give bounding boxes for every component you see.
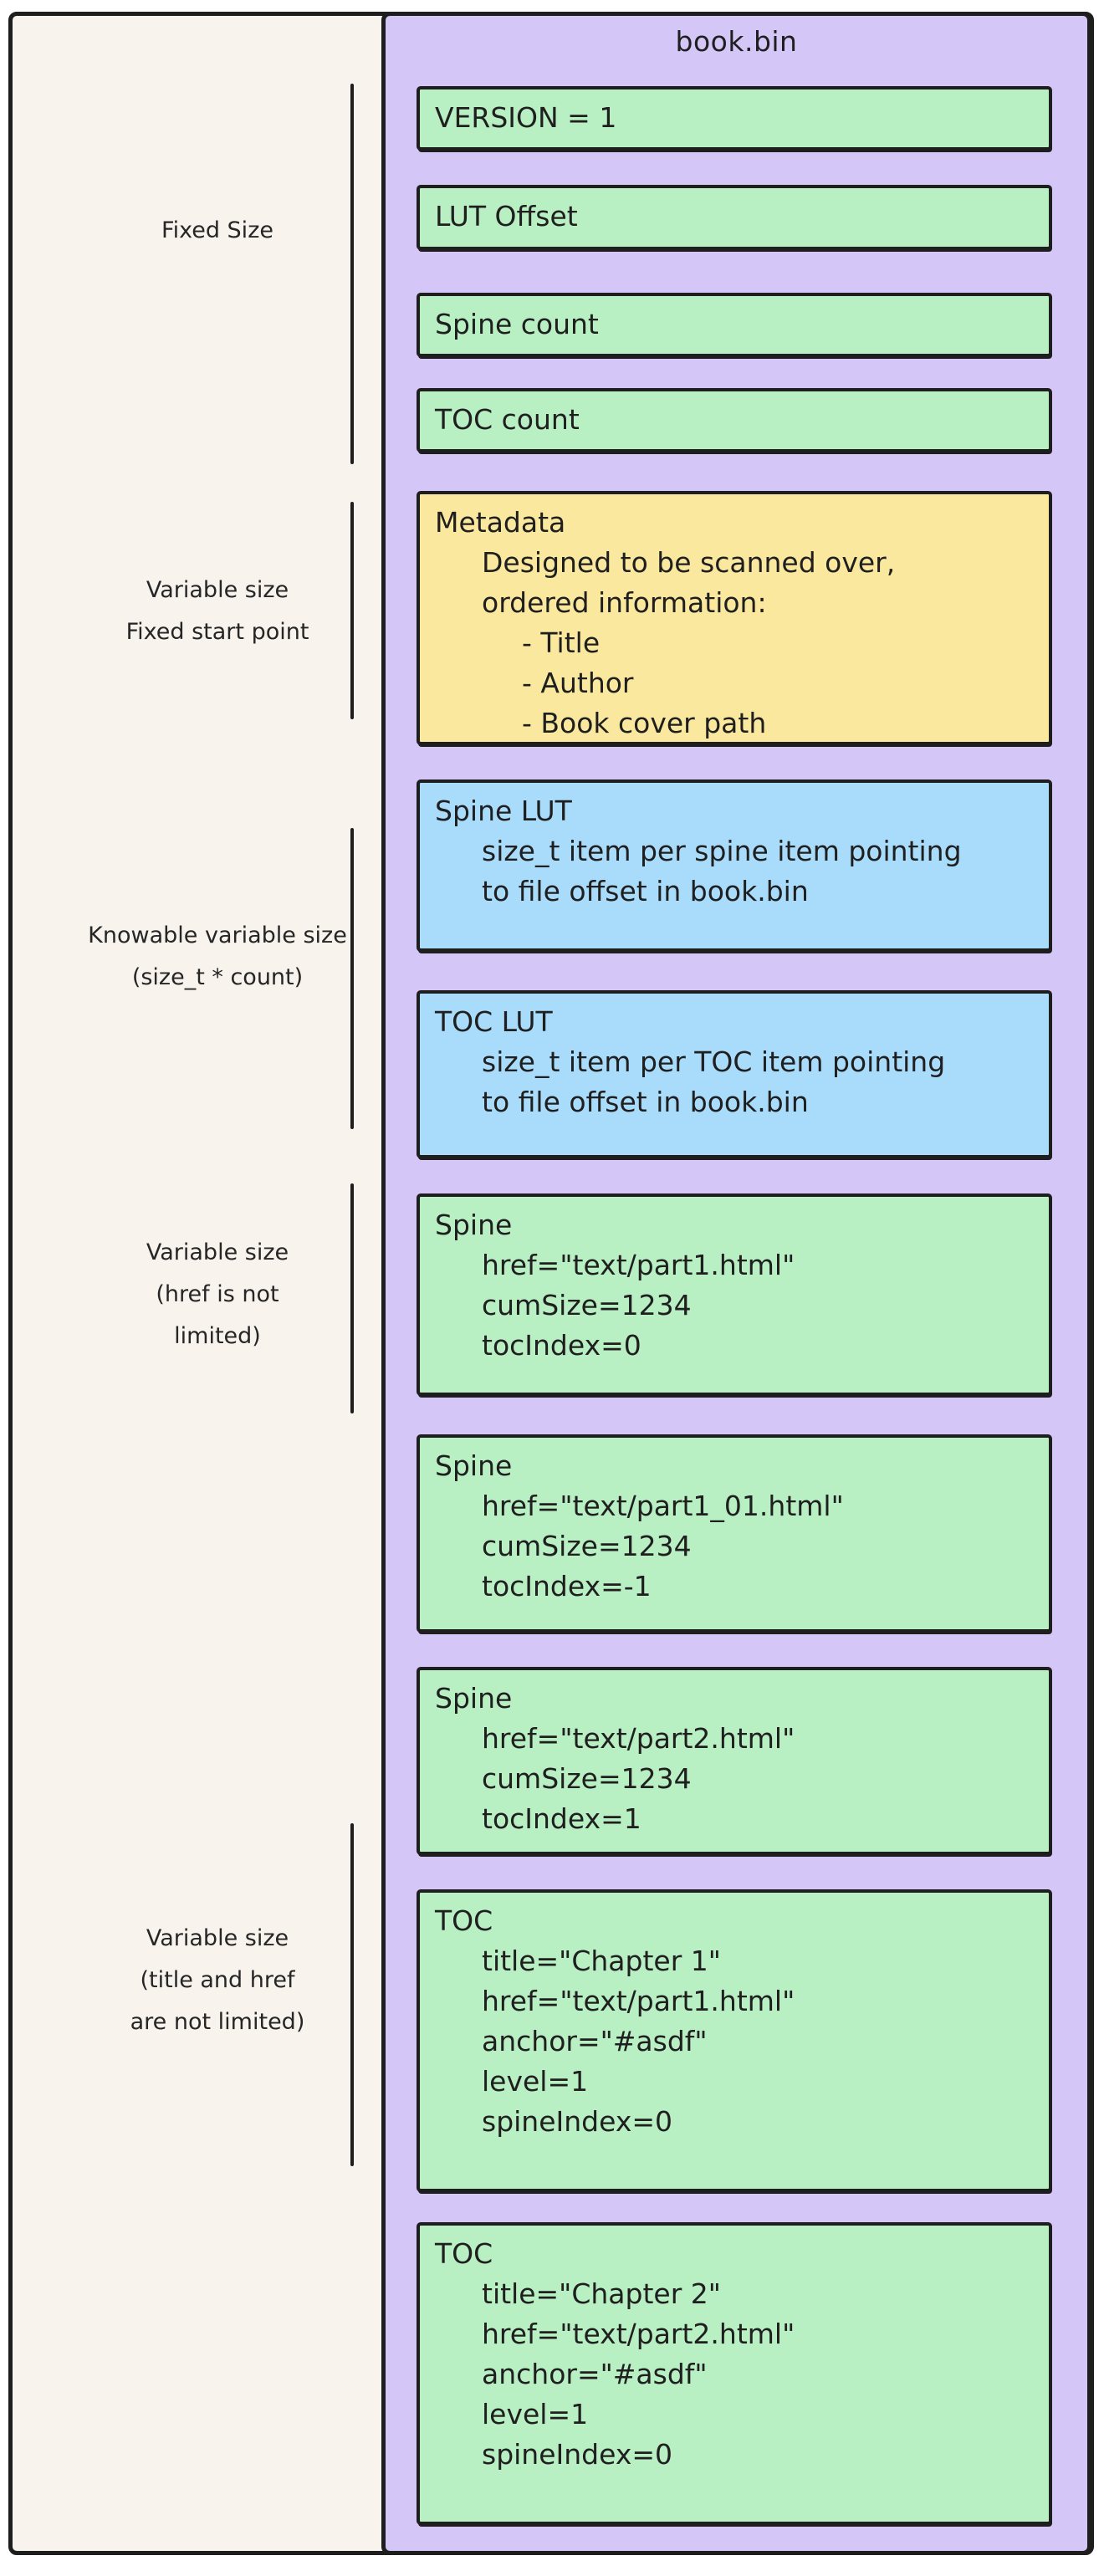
box-line: VERSION = 1 (435, 101, 617, 134)
box-line: cumSize=1234 (482, 1289, 692, 1321)
box-line: cumSize=1234 (482, 1530, 692, 1562)
box-line: href="text/part1.html" (482, 1985, 795, 2017)
label-line: Fixed start point (125, 619, 309, 645)
box-line: spineIndex=0 (482, 2105, 673, 2138)
box-line: level=1 (482, 2398, 589, 2430)
label-line: (title and href (140, 1967, 295, 1993)
box-line: Spine (435, 1449, 513, 1482)
box-line: anchor="#asdf" (482, 2358, 708, 2390)
box-line: - Author (522, 667, 634, 699)
box-line: level=1 (482, 2065, 589, 2098)
box-line: to file offset in book.bin (482, 1086, 809, 1118)
bracket-variable-fixed-start (350, 502, 354, 719)
box-line: Designed to be scanned over, (482, 546, 896, 579)
label-line: Variable size (146, 1239, 289, 1265)
label-variable-href: Variable size (href is not limited) (71, 1232, 364, 1357)
box-line: href="text/part2.html" (482, 1722, 795, 1755)
box-line: tocIndex=1 (482, 1802, 641, 1835)
bracket-variable-href (350, 1183, 354, 1413)
box-line: href="text/part2.html" (482, 2318, 795, 2350)
box-toc-count: TOC count (417, 388, 1052, 452)
bracket-knowable-variable (350, 828, 354, 1129)
label-variable-title-href: Variable size (title and href are not li… (71, 1918, 364, 2043)
box-line: href="text/part1.html" (482, 1249, 795, 1281)
box-spine-entry-3: Spine href="text/part2.html" cumSize=123… (417, 1667, 1052, 1855)
box-line: tocIndex=-1 (482, 1570, 652, 1602)
label-fixed-size: Fixed Size (71, 210, 364, 252)
box-line: Spine count (435, 308, 599, 340)
box-spine-entry-2: Spine href="text/part1_01.html" cumSize=… (417, 1434, 1052, 1633)
box-line: TOC count (435, 403, 580, 436)
box-line: spineIndex=0 (482, 2438, 673, 2471)
box-line: tocIndex=0 (482, 1329, 641, 1362)
label-line: limited) (174, 1323, 261, 1349)
box-line: Metadata (435, 506, 566, 539)
bracket-fixed-size (350, 84, 354, 464)
label-line: Fixed Size (161, 217, 273, 243)
box-toc-entry-2: TOC title="Chapter 2" href="text/part2.h… (417, 2222, 1052, 2525)
box-line: href="text/part1_01.html" (482, 1490, 844, 1522)
box-spine-lut: Spine LUT size_t item per spine item poi… (417, 779, 1052, 952)
box-line: - Book cover path (522, 707, 767, 739)
label-line: Knowable variable size (88, 923, 347, 948)
label-line: Variable size (146, 1925, 289, 1951)
label-line: are not limited) (130, 2009, 305, 2035)
box-line: title="Chapter 1" (482, 1945, 721, 1977)
box-line: TOC (435, 2237, 493, 2270)
box-spine-entry-1: Spine href="text/part1.html" cumSize=123… (417, 1193, 1052, 1396)
bookbin-title: book.bin (675, 25, 798, 58)
box-line: size_t item per spine item pointing (482, 835, 962, 867)
box-lut-offset: LUT Offset (417, 185, 1052, 250)
box-version: VERSION = 1 (417, 86, 1052, 151)
bracket-variable-title-href (350, 1823, 354, 2166)
box-line: size_t item per TOC item pointing (482, 1045, 946, 1078)
label-line: (href is not (156, 1281, 279, 1307)
label-line: Variable size (146, 577, 289, 603)
box-line: TOC LUT (435, 1005, 553, 1038)
box-toc-lut: TOC LUT size_t item per TOC item pointin… (417, 990, 1052, 1158)
box-line: - Title (522, 626, 601, 659)
label-knowable-variable: Knowable variable size (size_t * count) (71, 915, 364, 999)
box-line: title="Chapter 2" (482, 2277, 721, 2310)
box-toc-entry-1: TOC title="Chapter 1" href="text/part1.h… (417, 1889, 1052, 2192)
box-line: anchor="#asdf" (482, 2025, 708, 2057)
box-line: TOC (435, 1904, 493, 1937)
box-line: ordered information: (482, 586, 767, 619)
box-line: Spine (435, 1682, 513, 1715)
box-line: LUT Offset (435, 200, 578, 233)
label-variable-fixed-start: Variable size Fixed start point (71, 570, 364, 653)
box-spine-count: Spine count (417, 293, 1052, 357)
box-line: cumSize=1234 (482, 1762, 692, 1795)
box-line: Spine LUT (435, 795, 572, 827)
label-line: (size_t * count) (131, 964, 304, 990)
box-line: to file offset in book.bin (482, 875, 809, 907)
box-line: Spine (435, 1209, 513, 1241)
box-metadata: Metadata Designed to be scanned over, or… (417, 491, 1052, 745)
